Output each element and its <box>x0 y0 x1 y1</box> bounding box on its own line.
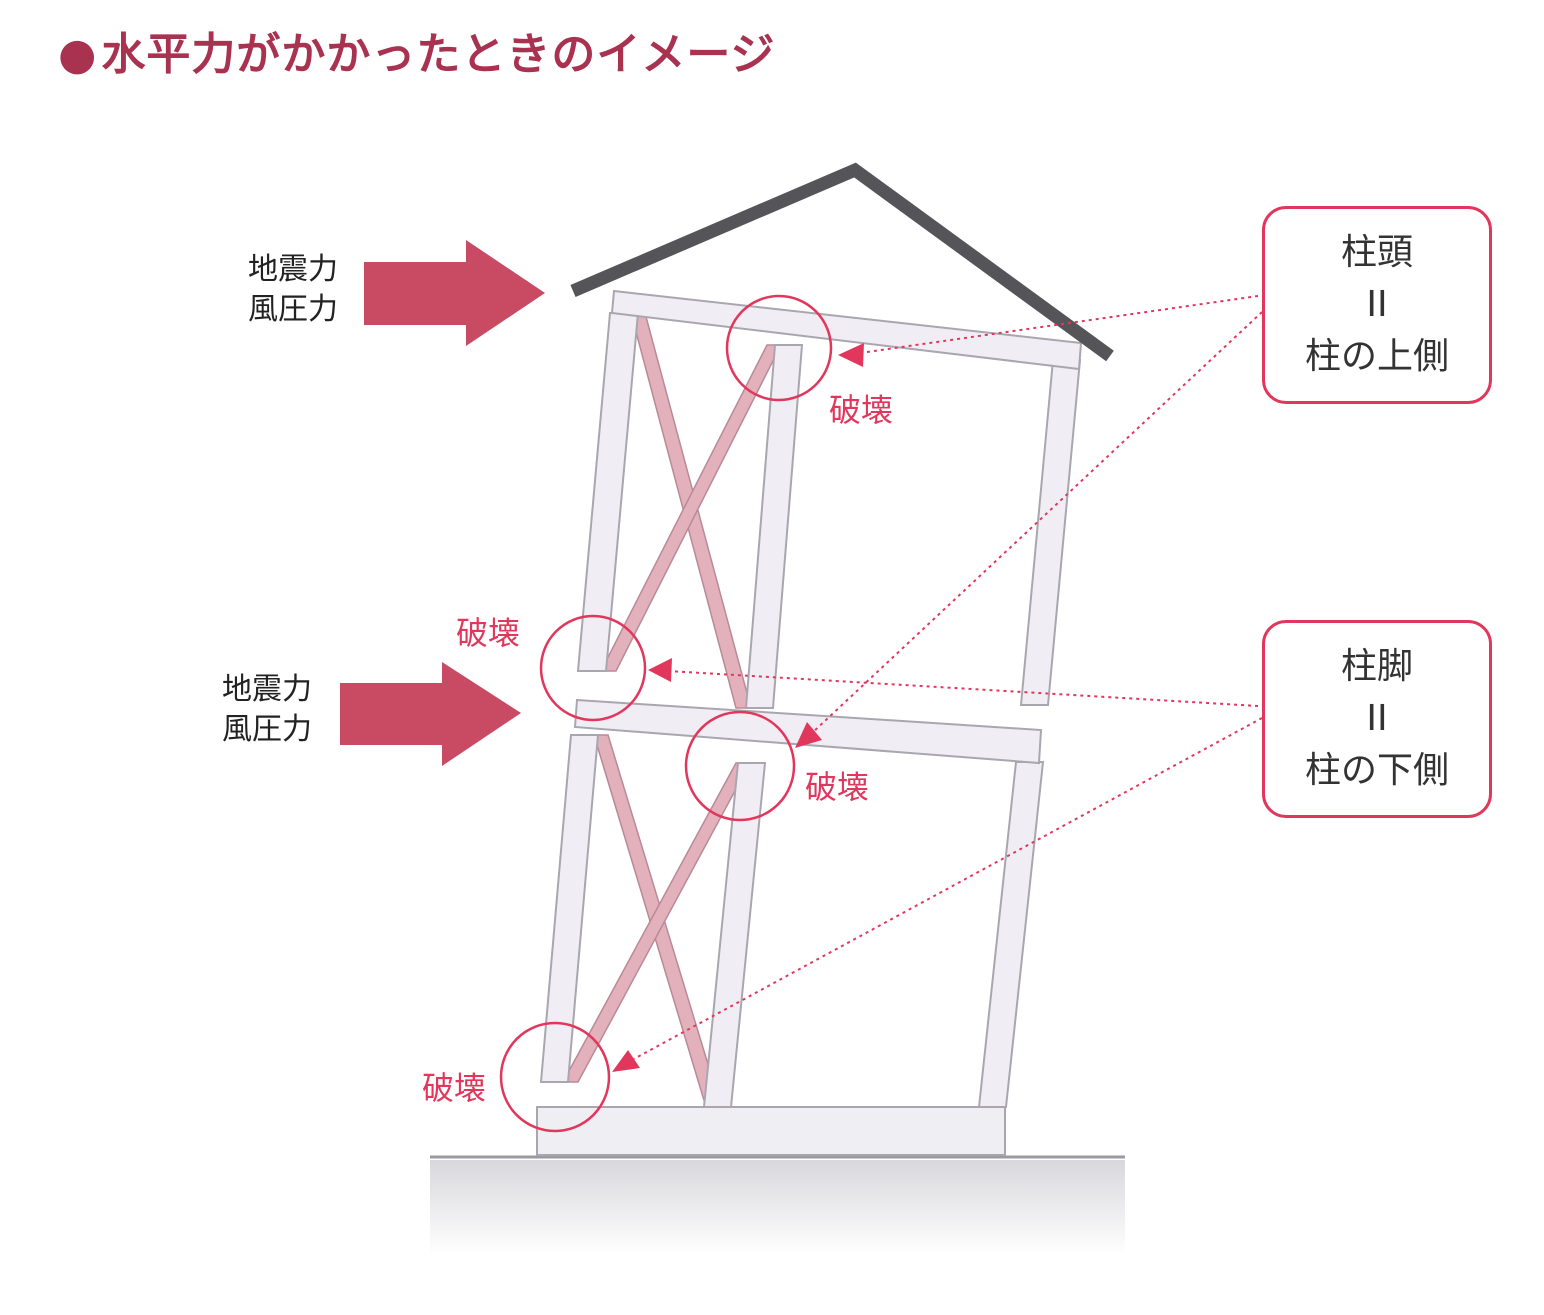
force-label-line1: 地震力 <box>248 252 338 287</box>
lower-right-post <box>977 761 1045 1108</box>
damage-circle-lower-post-bottom <box>499 1021 611 1133</box>
damage-circle-upper-post-top <box>725 294 833 402</box>
callout-head-definition: 柱の上側 <box>1304 336 1449 377</box>
damage-circle-lower-post-top <box>684 710 796 822</box>
title-bullet: ● <box>58 29 98 80</box>
damage-label-lower-bottom: 破壊 <box>422 1069 487 1107</box>
callout-head-term: 柱頭 <box>1340 232 1413 273</box>
roof-beam <box>610 289 1083 371</box>
leader-top-to-lower-top <box>811 311 1263 734</box>
lower-middle-post <box>702 762 767 1108</box>
damage-label-upper-top: 破壊 <box>829 391 894 429</box>
roof <box>570 162 1114 362</box>
leader-bottom-to-upper-bottom <box>667 670 1259 707</box>
callout-foot-equals: II <box>1366 698 1388 739</box>
force-label-line2: 風圧力 <box>222 712 312 747</box>
title-text: 水平力がかかったときのイメージ <box>101 29 776 80</box>
leader-arrowhead-1 <box>838 343 864 367</box>
callout-head-equals: II <box>1366 284 1388 325</box>
foundation <box>536 1106 1006 1156</box>
ground-shadow <box>430 1160 1125 1255</box>
leader-bottom-to-lower-bottom <box>631 717 1263 1061</box>
callout-foot-definition: 柱の下側 <box>1304 750 1449 791</box>
upper-force-label: 地震力 風圧力 <box>248 250 338 330</box>
callout-foot-term: 柱脚 <box>1340 646 1413 687</box>
upper-right-post <box>1019 359 1082 706</box>
upper-force-arrow <box>364 240 545 346</box>
upper-middle-post <box>744 344 804 709</box>
leader-arrowhead-4 <box>612 1050 640 1072</box>
lower-force-arrow <box>340 662 521 766</box>
leader-arrowhead-2 <box>795 722 822 748</box>
diagram-title: ●水平力がかかったときのイメージ <box>58 18 776 82</box>
damage-circle-upper-post-bottom <box>539 614 647 722</box>
force-label-line2: 風圧力 <box>248 292 338 327</box>
damage-label-upper-bottom: 破壊 <box>456 614 521 652</box>
callout-column-head: 柱頭 II 柱の上側 <box>1262 206 1492 404</box>
callout-column-foot: 柱脚 II 柱の下側 <box>1262 620 1492 818</box>
lower-left-post <box>539 734 600 1083</box>
force-label-line1: 地震力 <box>222 672 312 707</box>
leader-lines <box>631 295 1263 1061</box>
leader-arrowhead-3 <box>648 658 672 682</box>
damage-label-lower-top: 破壊 <box>805 768 870 806</box>
lower-force-label: 地震力 風圧力 <box>222 670 312 750</box>
